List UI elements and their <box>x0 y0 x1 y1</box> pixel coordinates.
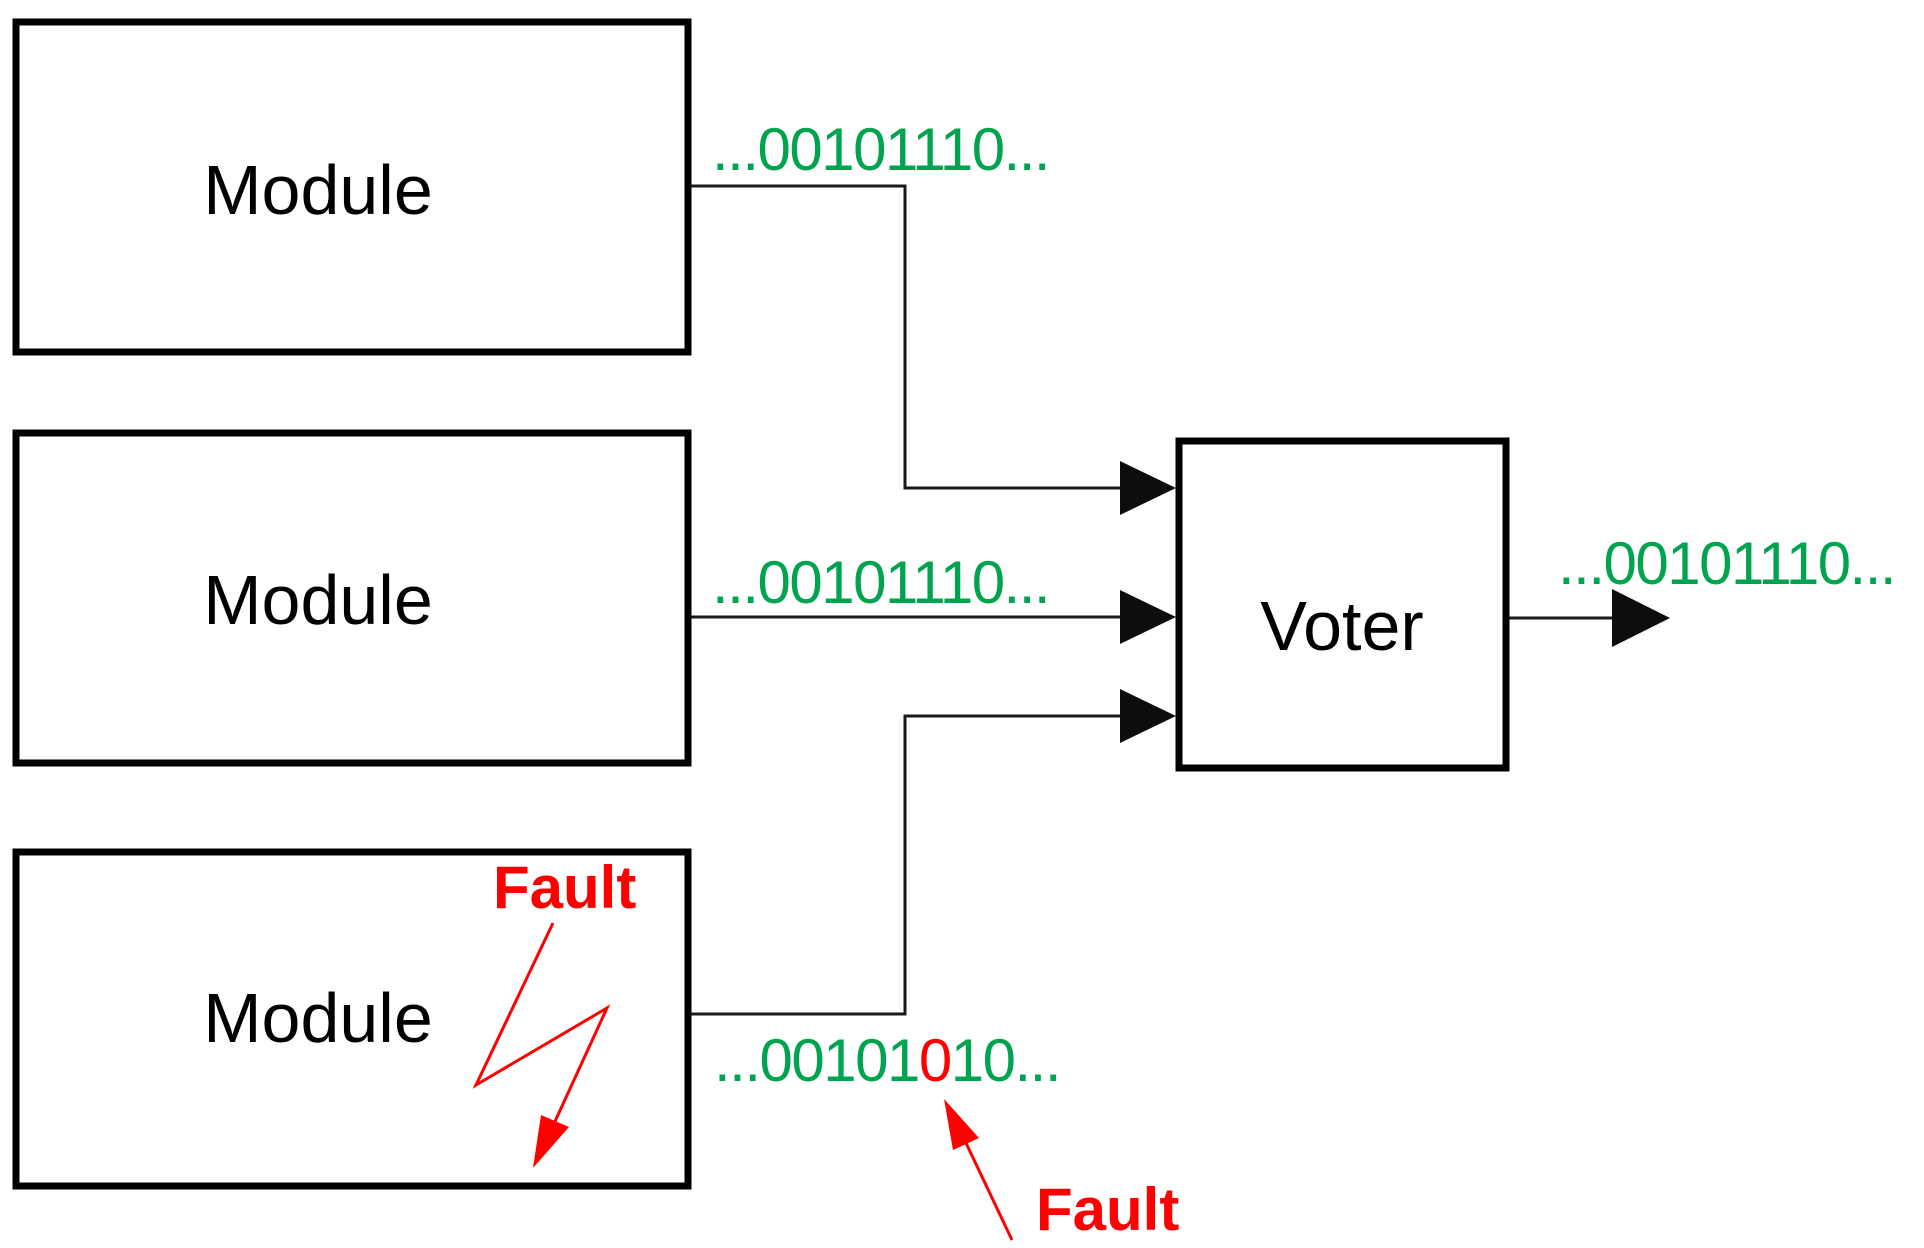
fault-lightning-icon <box>472 922 611 1168</box>
connector-module3-to-voter <box>688 714 1130 1016</box>
voter-box <box>1175 437 1510 772</box>
signal-label-module2-output: ...00101110... <box>712 549 1049 616</box>
module-2: Module <box>12 429 692 767</box>
signal-label-module3-output: ...00101010... <box>714 1027 1060 1094</box>
module-3-box <box>12 848 692 1190</box>
module-1-box <box>12 18 692 356</box>
signal-module3-faulty-bit: 0 <box>919 1027 951 1094</box>
fault-bit-arrowhead <box>944 1099 979 1150</box>
signal-label-voter-output: ...00101110... <box>1558 530 1895 597</box>
module-3: Module <box>12 848 692 1190</box>
fault-lightning-arrowhead <box>533 1115 569 1168</box>
connector-module1-to-voter <box>688 184 1130 490</box>
module-1: Module <box>12 18 692 356</box>
fault-bit-arrow-icon <box>944 1099 1014 1241</box>
signal-module3-prefix: ...00101 <box>714 1027 919 1094</box>
signal-label-module1-output: ...00101110... <box>712 116 1049 183</box>
arrowhead-icon <box>1612 589 1670 647</box>
fault-label-bit: Fault <box>1036 1176 1179 1243</box>
module-2-box <box>12 429 692 767</box>
module-1-label: Module <box>203 151 433 229</box>
arrowhead-icon <box>1120 461 1176 515</box>
arrowhead-icon <box>1120 590 1176 644</box>
module-3-label: Module <box>203 979 433 1057</box>
fault-lightning-bolt <box>472 922 611 1129</box>
fault-bit-arrow-shaft <box>964 1142 1014 1241</box>
fault-label-module: Fault <box>493 854 636 921</box>
arrowhead-icon <box>1120 689 1176 743</box>
voter: Voter <box>1175 437 1510 772</box>
voter-label: Voter <box>1260 587 1423 665</box>
module-2-label: Module <box>203 561 433 639</box>
signal-module3-suffix: 10... <box>951 1027 1060 1094</box>
